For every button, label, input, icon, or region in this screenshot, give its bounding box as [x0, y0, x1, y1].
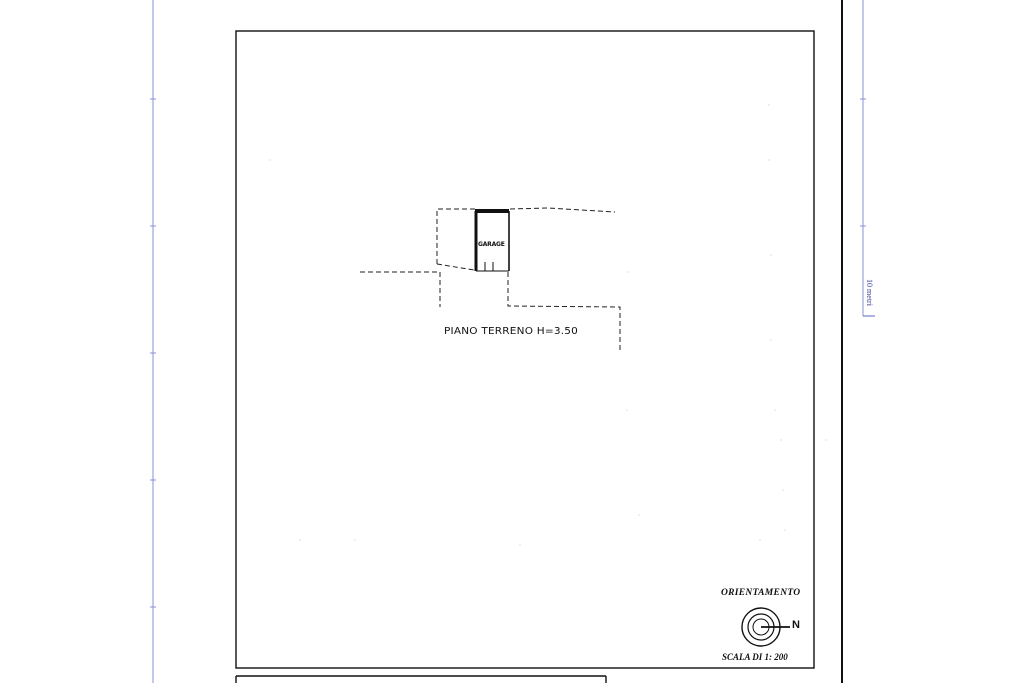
garage-walls	[474, 209, 510, 272]
drawing-frame	[235, 30, 815, 669]
left-ruler	[150, 0, 156, 683]
room-label-garage: GARAGE	[478, 241, 505, 248]
north-arrow-icon	[741, 607, 790, 647]
orientation-label: ORIENTAMENTO	[721, 588, 801, 598]
dashed-boundaries	[360, 207, 621, 352]
scan-noise	[269, 104, 827, 546]
floor-label: PIANO TERRENO H=3.50	[444, 326, 579, 337]
ruler-label: 10 metri	[864, 279, 874, 306]
scale-label: SCALA DI 1: 200	[722, 652, 788, 662]
title-block-frame	[235, 675, 607, 683]
north-letter: N	[792, 619, 800, 631]
right-ruler	[860, 0, 875, 317]
